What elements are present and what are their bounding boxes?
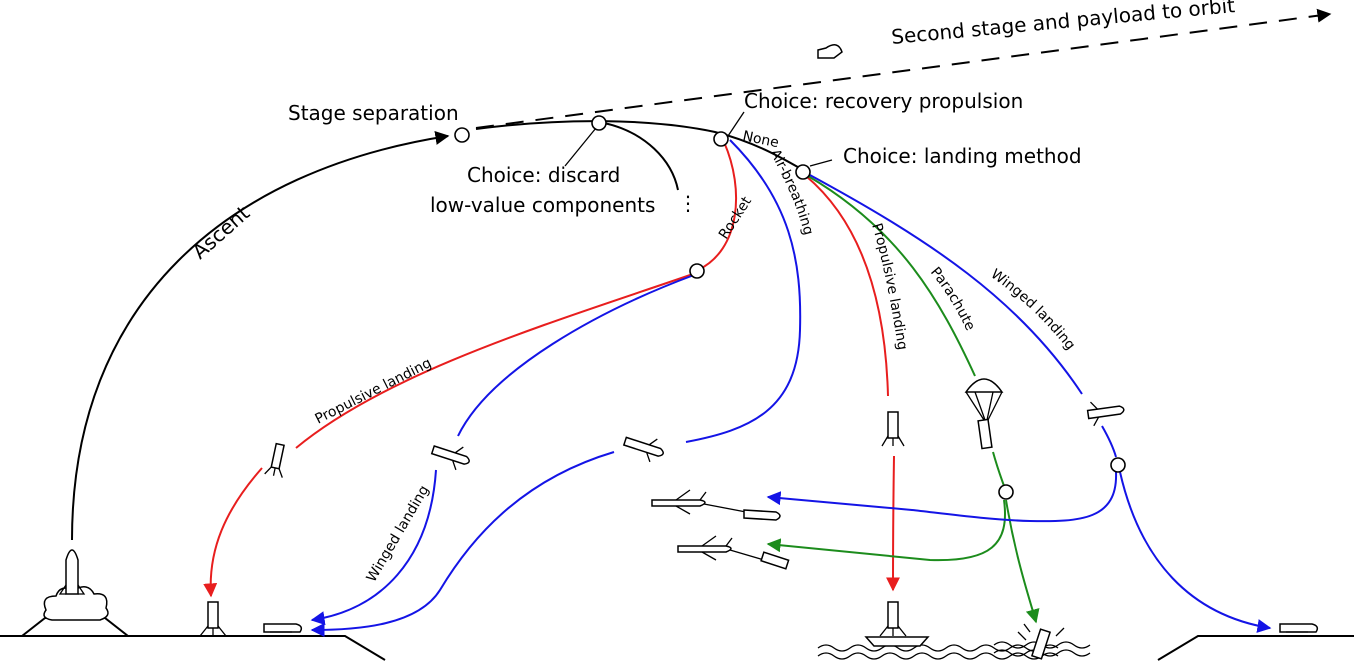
booster-descending-right-icon bbox=[881, 411, 905, 447]
parachute-descent bbox=[992, 451, 1005, 487]
orbit-label: Second stage and payload to orbit bbox=[890, 0, 1236, 49]
ground-left bbox=[0, 635, 386, 661]
second-stage-icon bbox=[817, 44, 843, 59]
landing-leader bbox=[809, 159, 833, 167]
choice-landing-label: Choice: landing method bbox=[843, 144, 1082, 168]
rocket-branch bbox=[697, 141, 738, 271]
first-stage-path bbox=[475, 120, 804, 171]
orbit-path bbox=[475, 8, 1332, 129]
node-winged-choice bbox=[1110, 457, 1126, 473]
winged-descent-left bbox=[310, 469, 437, 626]
choice-propulsion-label: Choice: recovery propulsion bbox=[744, 89, 1023, 113]
splashdown-booster-icon bbox=[1017, 623, 1065, 660]
booster-landed-left-icon bbox=[199, 601, 227, 637]
propulsive-descent-right bbox=[886, 455, 901, 592]
ascent-path bbox=[71, 131, 450, 541]
propulsive-landing-left-label: Propulsive landing bbox=[313, 355, 435, 427]
sea-waves bbox=[817, 641, 1091, 660]
choice-discard-label-1: Choice: discard bbox=[467, 163, 620, 187]
discard-leader bbox=[564, 127, 597, 167]
node-rocket-choice bbox=[689, 263, 705, 279]
launch-rocket-icon bbox=[43, 549, 109, 621]
capture-aircraft-upper-icon bbox=[651, 489, 781, 521]
winged-glider-left-icon bbox=[430, 445, 470, 471]
node-parachute-choice bbox=[998, 484, 1014, 500]
winged-midair-capture bbox=[766, 471, 1118, 523]
choice-discard-label-2: low-value components bbox=[430, 193, 655, 217]
runway-vehicle-left-icon bbox=[263, 623, 303, 633]
node-landing-method bbox=[795, 164, 811, 180]
winged-runway-path bbox=[1119, 471, 1272, 633]
none-label: None bbox=[741, 128, 780, 151]
air-breathing-branch bbox=[685, 139, 802, 443]
parachute-branch bbox=[807, 175, 976, 377]
propulsive-landing-branch bbox=[805, 175, 889, 397]
node-discard bbox=[591, 115, 607, 131]
node-stage-separation bbox=[454, 127, 470, 143]
stage-separation-label: Stage separation bbox=[288, 101, 459, 125]
parachute-icon bbox=[964, 378, 1004, 450]
propulsive-return-path bbox=[295, 272, 697, 449]
air-breathing-vehicle-icon bbox=[622, 436, 664, 463]
propulsive-descent-left bbox=[203, 467, 263, 598]
winged-landing-branch bbox=[807, 173, 1083, 395]
rocket-winged-path bbox=[457, 274, 695, 437]
node-recovery-propulsion bbox=[713, 131, 729, 147]
booster-descending-left-icon bbox=[264, 442, 285, 478]
discard-branch bbox=[603, 122, 679, 191]
winged-descent-right bbox=[1101, 425, 1117, 458]
ellipsis-label: ⋮ bbox=[678, 191, 698, 215]
splashdown-path bbox=[1005, 499, 1040, 624]
air-breathing-label: Air-breathing bbox=[767, 147, 817, 237]
ground bbox=[0, 617, 1354, 661]
capture-aircraft-lower-icon bbox=[677, 535, 790, 570]
propulsion-leader bbox=[727, 111, 745, 137]
booster-drone-ship-icon bbox=[864, 601, 930, 647]
winged-landing-right-label: Winged landing bbox=[988, 266, 1079, 353]
ground-right bbox=[1157, 635, 1354, 661]
winged-glider-right-icon bbox=[1086, 401, 1125, 427]
ascent-label: Ascent bbox=[187, 201, 254, 264]
air-breathing-return bbox=[310, 451, 615, 637]
runway-vehicle-right-icon bbox=[1279, 623, 1319, 633]
parachute-midair-capture bbox=[766, 499, 1006, 562]
